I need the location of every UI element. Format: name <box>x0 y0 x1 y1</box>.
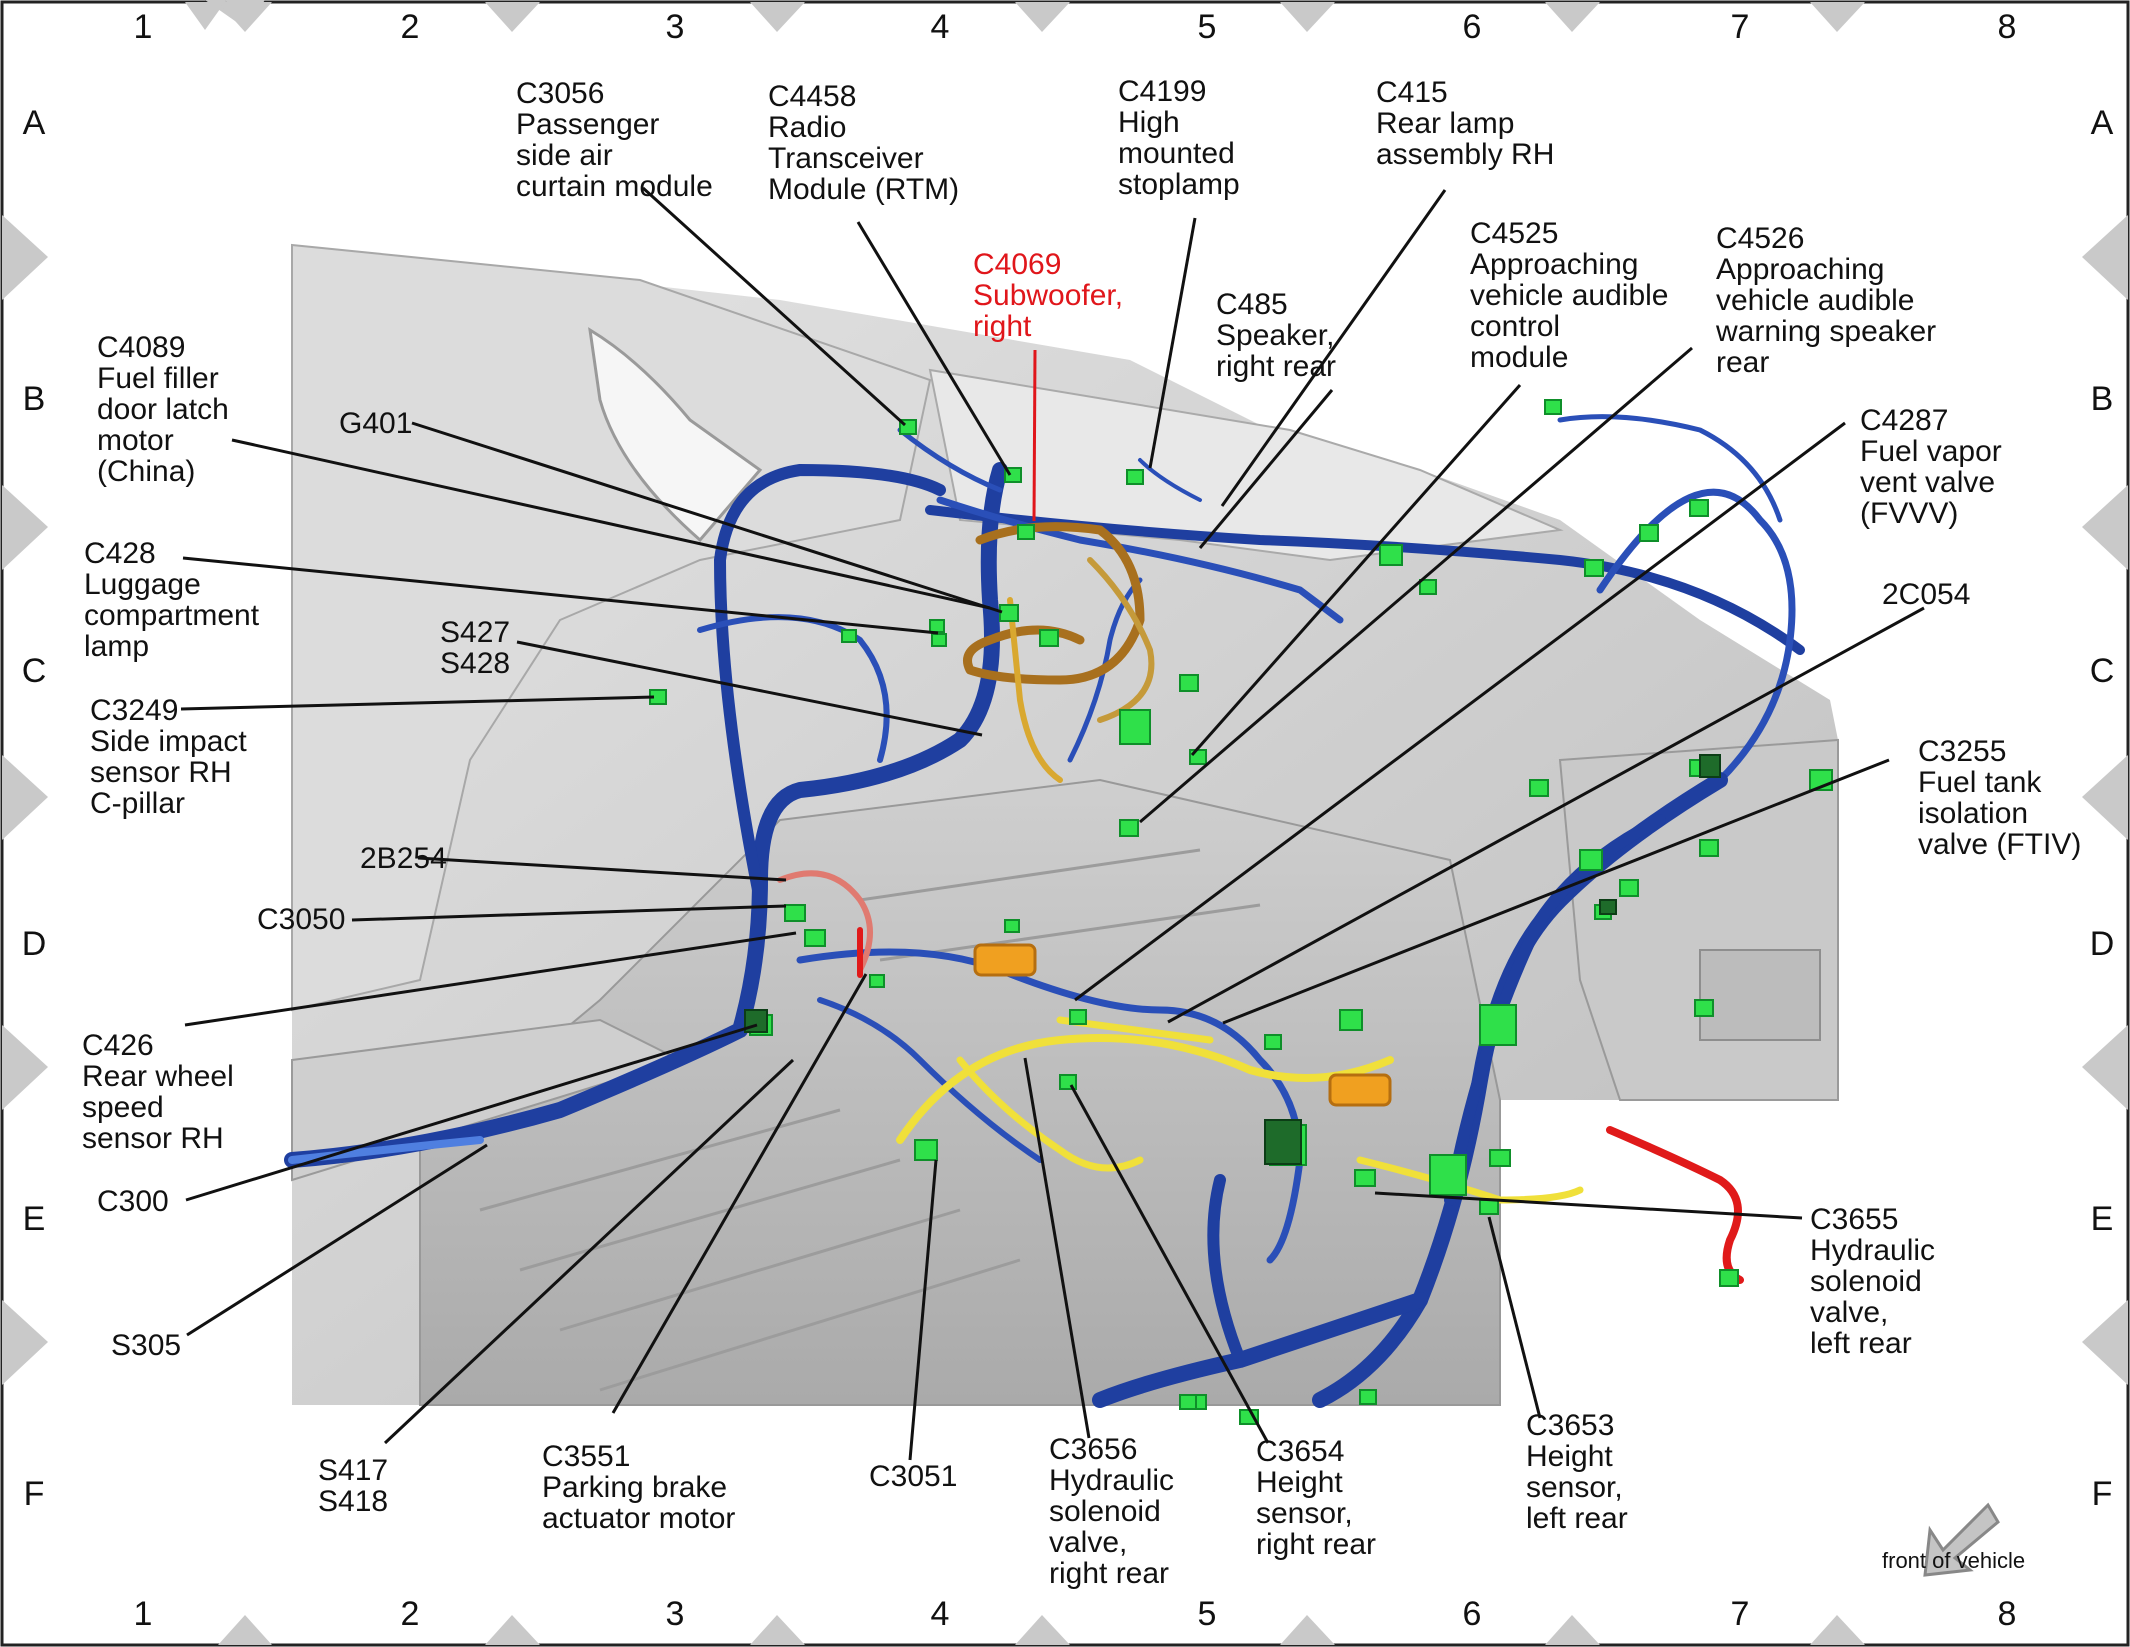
grid-row-right-a: A <box>2090 104 2114 142</box>
grid-row-right-d: D <box>2089 925 2115 963</box>
grid-col-bottom-3: 3 <box>665 1595 685 1633</box>
callout-c426: C426 Rear wheel speed sensor RH <box>82 1029 234 1155</box>
callout-c3653: C3653 Height sensor, left rear <box>1526 1409 1628 1535</box>
front-of-vehicle-label: front of vehicle <box>1882 1548 2026 1573</box>
callout-c485: C485 Speaker, right rear <box>1216 288 1337 383</box>
callout-c4069: C4069 Subwoofer, right <box>973 248 1124 343</box>
grid-row-right-b: B <box>2090 380 2114 418</box>
grid-col-bottom-4: 4 <box>930 1595 950 1633</box>
callout-2b254: 2B254 <box>360 842 447 875</box>
callout-c300: C300 <box>97 1185 169 1218</box>
grid-col-bottom-2: 2 <box>400 1595 420 1633</box>
callout-s417: S417 S418 <box>318 1454 389 1518</box>
callout-s427: S427 S428 <box>440 616 511 680</box>
grid-row-right-c: C <box>2089 652 2115 690</box>
callout-c4287: C4287 Fuel vapor vent valve (FVVV) <box>1860 404 2002 530</box>
callout-c3255: C3255 Fuel tank isolation valve (FTIV) <box>1918 735 2082 861</box>
callout-c3249: C3249 Side impact sensor RH C-pillar <box>90 694 247 820</box>
callout-c4526: C4526 Approaching vehicle audible warnin… <box>1716 222 1937 379</box>
callout-c3051: C3051 <box>869 1460 958 1493</box>
grid-col-top-7: 7 <box>1730 8 1750 46</box>
callout-s305: S305 <box>111 1329 182 1362</box>
grid-col-bottom-1: 1 <box>133 1595 153 1633</box>
leader-line-c4069 <box>1032 349 1037 522</box>
grid-row-left-f: F <box>23 1475 45 1513</box>
grid-col-top-5: 5 <box>1197 8 1217 46</box>
callout-c4089: C4089 Fuel filler door latch motor (Chin… <box>97 331 229 488</box>
callout-c3656: C3656 Hydraulic solenoid valve, right re… <box>1049 1433 1175 1590</box>
leader-lines <box>180 186 1925 1461</box>
callout-c415: C415 Rear lamp assembly RH <box>1376 76 1555 171</box>
grid-row-left-e: E <box>22 1200 46 1238</box>
grid-row-left-d: D <box>21 925 47 963</box>
grid-col-bottom-8: 8 <box>1997 1595 2017 1633</box>
callout-2c054: 2C054 <box>1882 578 1971 611</box>
grid-row-left-a: A <box>22 104 46 142</box>
callout-c4458: C4458 Radio Transceiver Module (RTM) <box>768 80 960 206</box>
grid-col-top-6: 6 <box>1462 8 1482 46</box>
front-arrow-icon <box>1923 1502 2000 1577</box>
grid-col-top-8: 8 <box>1997 8 2017 46</box>
callout-c3654: C3654 Height sensor, right rear <box>1256 1435 1377 1561</box>
grid-col-top-3: 3 <box>665 8 685 46</box>
grid-col-top-2: 2 <box>400 8 420 46</box>
callout-c3551: C3551 Parking brake actuator motor <box>542 1440 736 1535</box>
grid-row-left-b: B <box>22 380 46 418</box>
callout-c4525: C4525 Approaching vehicle audible contro… <box>1470 217 1669 374</box>
callout-c428: C428 Luggage compartment lamp <box>84 537 260 663</box>
grid-row-right-f: F <box>2091 1475 2113 1513</box>
callout-c4199: C4199 High mounted stoplamp <box>1118 75 1240 201</box>
callout-c3056: C3056 Passenger side air curtain module <box>516 77 713 203</box>
callout-c3050: C3050 <box>257 903 346 936</box>
callout-c3655: C3655 Hydraulic solenoid valve, left rea… <box>1810 1203 1936 1360</box>
grid-col-top-1: 1 <box>133 8 153 46</box>
grid-col-bottom-7: 7 <box>1730 1595 1750 1633</box>
grid-row-left-c: C <box>21 652 47 690</box>
grid-col-bottom-5: 5 <box>1197 1595 1217 1633</box>
grid-row-right-e: E <box>2090 1200 2114 1238</box>
vehicle-body <box>291 243 1839 1406</box>
grid-col-bottom-6: 6 <box>1462 1595 1482 1633</box>
grid-col-top-4: 4 <box>930 8 950 46</box>
callout-g401: G401 <box>339 407 413 440</box>
